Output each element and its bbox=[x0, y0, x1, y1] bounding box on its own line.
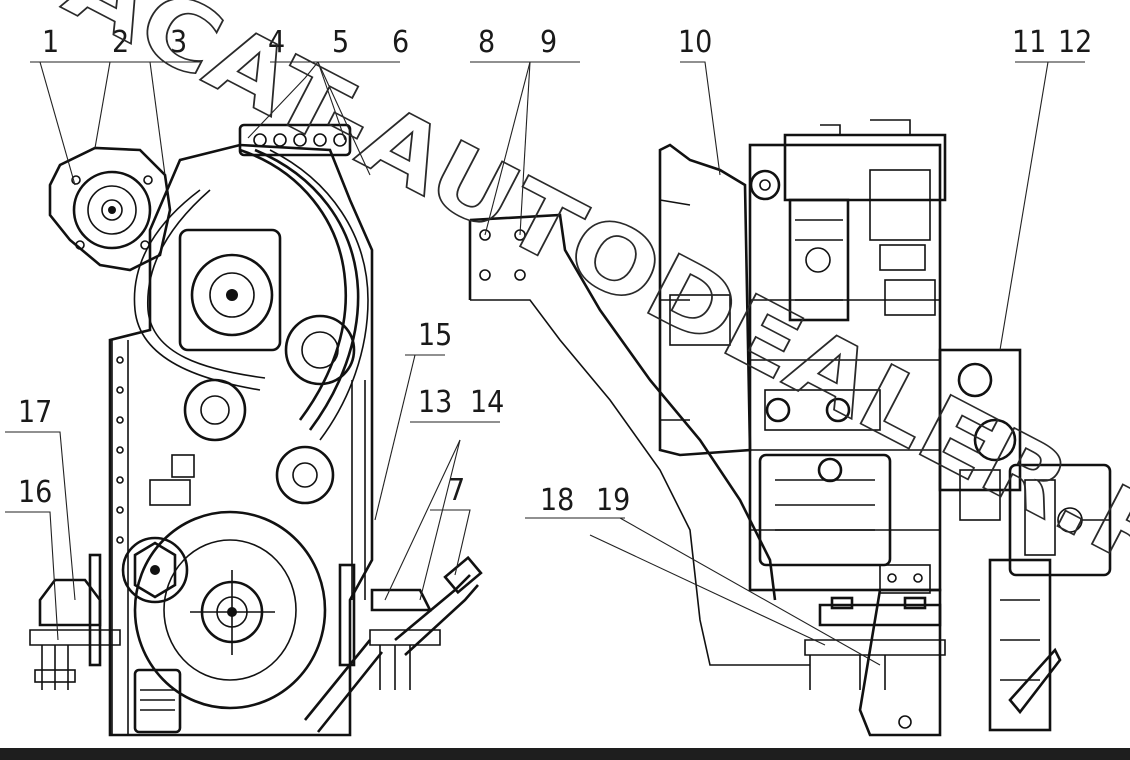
watermark-text: ACAT-AUTODEALER.RU bbox=[49, 0, 1130, 636]
engine-side-view bbox=[468, 119, 1112, 737]
callout-14: 14 bbox=[470, 385, 504, 420]
callout-12: 12 bbox=[1058, 25, 1092, 60]
callout-8: 8 bbox=[478, 25, 495, 60]
callout-2: 2 bbox=[112, 25, 129, 60]
callout-3: 3 bbox=[170, 25, 187, 60]
bottom-border-bar bbox=[0, 748, 1130, 760]
callout-17: 17 bbox=[18, 395, 52, 430]
callout-10: 10 bbox=[678, 25, 712, 60]
callout-15: 15 bbox=[418, 318, 452, 353]
callout-1: 1 bbox=[42, 25, 59, 60]
engine-front-view bbox=[29, 123, 483, 737]
callout-labels: 1 2 3 4 5 6 8 9 10 11 12 15 13 14 17 16 … bbox=[18, 25, 1092, 518]
callout-16: 16 bbox=[18, 475, 52, 510]
callout-6: 6 bbox=[392, 25, 409, 60]
callout-4: 4 bbox=[268, 25, 285, 60]
callout-7: 7 bbox=[448, 473, 465, 508]
callout-11: 11 bbox=[1012, 25, 1046, 60]
callout-19: 19 bbox=[596, 483, 630, 518]
callout-9: 9 bbox=[540, 25, 557, 60]
callout-5: 5 bbox=[332, 25, 349, 60]
leader-lines bbox=[5, 61, 1085, 666]
flange-bolts bbox=[116, 356, 124, 544]
callout-18: 18 bbox=[540, 483, 574, 518]
callout-13: 13 bbox=[418, 385, 452, 420]
